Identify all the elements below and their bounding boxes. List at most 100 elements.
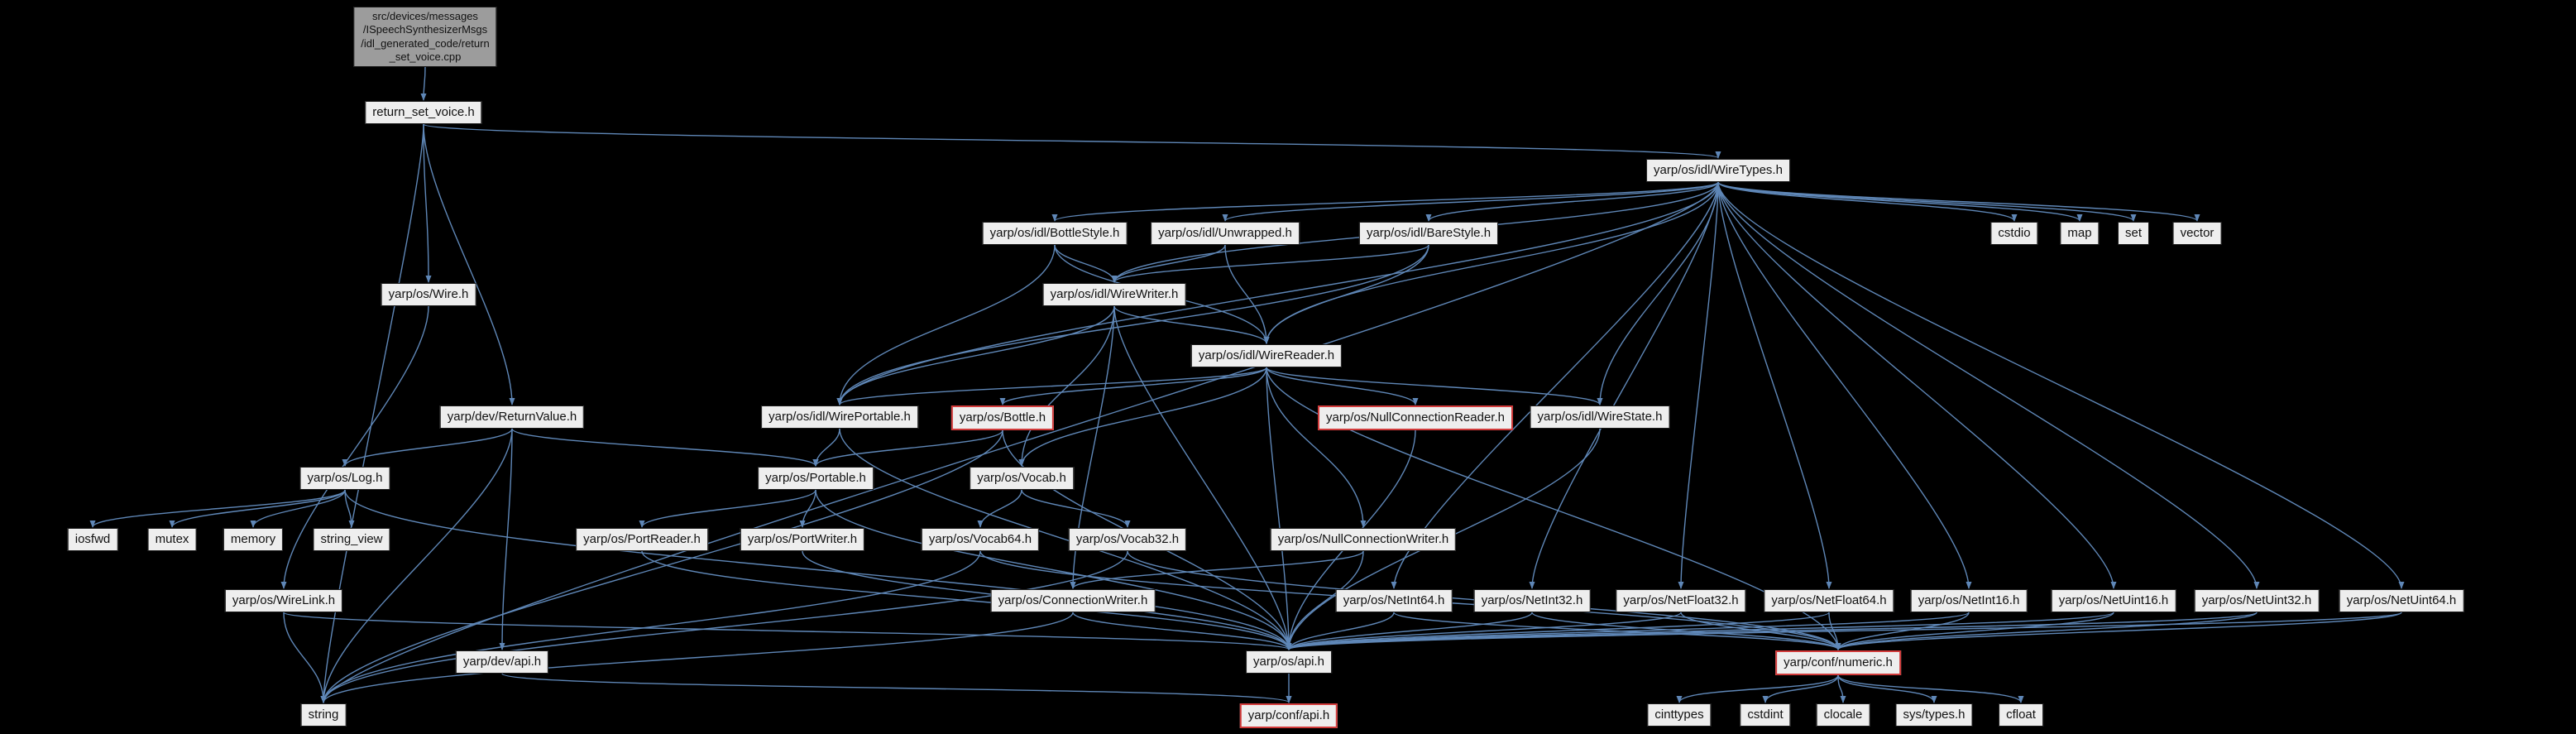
node-vector[interactable]: vector bbox=[2172, 222, 2222, 245]
node-cstdio[interactable]: cstdio bbox=[1990, 222, 2038, 245]
edge-return-set-voice-h-to-returnvalue-h bbox=[423, 123, 515, 405]
node-string-view[interactable]: string_view bbox=[313, 528, 390, 551]
edge-portable-h-to-os-api-h bbox=[815, 489, 1292, 650]
edge-wirewriter-h-to-connectionwriter-h bbox=[1070, 305, 1115, 589]
edge-vocab-h-to-vocab32-h bbox=[1021, 489, 1131, 528]
edge-bottle-h-to-portable-h bbox=[812, 429, 1003, 467]
edge-numeric-h-to-cstdint bbox=[1762, 674, 1839, 703]
edge-wiretypes-h-to-netuint16-h bbox=[1717, 181, 2117, 589]
node-return-set-voice-h[interactable]: return_set_voice.h bbox=[365, 101, 482, 124]
edge-barestyle-h-to-wirewriter-h bbox=[1111, 244, 1429, 283]
edge-wiretypes-h-to-barestyle-h bbox=[1425, 181, 1719, 222]
edge-wiretypes-h-to-netint32-h bbox=[1529, 181, 1719, 589]
node-vocab-h[interactable]: yarp/os/Vocab.h bbox=[970, 467, 1074, 490]
node-unwrapped-h[interactable]: yarp/os/idl/Unwrapped.h bbox=[1151, 222, 1300, 245]
node-netint32-h[interactable]: yarp/os/NetInt32.h bbox=[1473, 589, 1591, 612]
node-barestyle-h[interactable]: yarp/os/idl/BareStyle.h bbox=[1358, 222, 1499, 245]
node-os-api-h[interactable]: yarp/os/api.h bbox=[1246, 650, 1332, 674]
node-netfloat64-h[interactable]: yarp/os/NetFloat64.h bbox=[1764, 589, 1894, 612]
edge-returnvalue-h-to-log-h bbox=[342, 428, 513, 467]
node-netuint32-h[interactable]: yarp/os/NetUint32.h bbox=[2194, 589, 2320, 612]
edge-log-h-to-mutex bbox=[169, 489, 346, 528]
edge-wirereader-h-to-wireportable-h bbox=[836, 367, 1267, 405]
node-numeric-h[interactable]: yarp/conf/numeric.h bbox=[1775, 650, 1901, 675]
node-clocale[interactable]: clocale bbox=[1816, 703, 1870, 727]
edge-portreader-h-to-os-api-h bbox=[641, 550, 1292, 650]
node-bottle-h[interactable]: yarp/os/Bottle.h bbox=[950, 405, 1055, 430]
edge-numeric-h-to-cfloat bbox=[1837, 674, 2024, 703]
node-wiretypes-h[interactable]: yarp/os/idl/WireTypes.h bbox=[1646, 159, 1790, 182]
edge-vocab64-h-to-string bbox=[320, 550, 981, 703]
node-wire-h[interactable]: yarp/os/Wire.h bbox=[381, 283, 476, 306]
node-wirelink-h[interactable]: yarp/os/WireLink.h bbox=[224, 589, 343, 612]
edge-wirewriter-h-to-vocab-h bbox=[1018, 305, 1115, 467]
edge-barestyle-h-to-wireportable-h bbox=[836, 244, 1429, 405]
edge-vocab-h-to-vocab64-h bbox=[977, 489, 1022, 528]
node-string[interactable]: string bbox=[300, 703, 347, 727]
edge-nullconnectionwriter-h-to-connectionwriter-h bbox=[1070, 550, 1364, 589]
node-netint16-h[interactable]: yarp/os/NetInt16.h bbox=[1910, 589, 2028, 612]
node-wirestate-h[interactable]: yarp/os/idl/WireState.h bbox=[1530, 405, 1670, 429]
edge-wiretypes-h-to-netint16-h bbox=[1717, 181, 1972, 589]
node-cinttypes[interactable]: cinttypes bbox=[1647, 703, 1712, 727]
node-cfloat[interactable]: cfloat bbox=[1999, 703, 2043, 727]
edge-cpp-to-return-set-voice-h bbox=[420, 66, 427, 101]
edge-wiretypes-h-to-vector bbox=[1717, 181, 2200, 222]
node-nullconnectionreader-h[interactable]: yarp/os/NullConnectionReader.h bbox=[1318, 405, 1513, 430]
edge-wirereader-h-to-numeric-h bbox=[1266, 367, 1841, 650]
edge-log-h-to-string-view bbox=[344, 489, 355, 528]
node-log-h[interactable]: yarp/os/Log.h bbox=[299, 467, 390, 490]
node-mutex[interactable]: mutex bbox=[147, 528, 197, 551]
node-vocab64-h[interactable]: yarp/os/Vocab64.h bbox=[921, 528, 1040, 551]
node-dev-api-h[interactable]: yarp/dev/api.h bbox=[455, 650, 549, 674]
edge-log-h-to-os-api-h bbox=[344, 489, 1292, 650]
node-vocab32-h[interactable]: yarp/os/Vocab32.h bbox=[1068, 528, 1187, 551]
edge-wiretypes-h-to-bottlestyle-h bbox=[1051, 181, 1719, 222]
node-cstdint[interactable]: cstdint bbox=[1740, 703, 1791, 727]
node-portable-h[interactable]: yarp/os/Portable.h bbox=[758, 467, 874, 490]
edge-returnvalue-h-to-string bbox=[320, 428, 513, 703]
edge-wiretypes-h-to-netuint32-h bbox=[1717, 181, 2260, 589]
node-portreader-h[interactable]: yarp/os/PortReader.h bbox=[576, 528, 708, 551]
node-set[interactable]: set bbox=[2117, 222, 2150, 245]
node-netuint64-h[interactable]: yarp/os/NetUint64.h bbox=[2339, 589, 2464, 612]
edge-return-set-voice-h-to-wire-h bbox=[423, 123, 432, 283]
edge-wirereader-h-to-nullconnectionreader-h bbox=[1266, 367, 1419, 405]
edge-connectionwriter-h-to-string bbox=[320, 612, 1074, 703]
node-connectionwriter-h[interactable]: yarp/os/ConnectionWriter.h bbox=[990, 589, 1156, 612]
edge-netint32-h-to-os-api-h bbox=[1286, 612, 1533, 650]
node-map[interactable]: map bbox=[2060, 222, 2100, 245]
edge-returnvalue-h-to-portable-h bbox=[511, 428, 819, 467]
node-wirereader-h[interactable]: yarp/os/idl/WireReader.h bbox=[1190, 344, 1343, 367]
node-sys-types-h[interactable]: sys/types.h bbox=[1895, 703, 1973, 727]
edge-vocab32-h-to-string bbox=[320, 550, 1128, 703]
node-memory[interactable]: memory bbox=[223, 528, 284, 551]
node-bottlestyle-h[interactable]: yarp/os/idl/BottleStyle.h bbox=[982, 222, 1128, 245]
edge-log-h-to-iosfwd bbox=[89, 489, 346, 528]
node-netint64-h[interactable]: yarp/os/NetInt64.h bbox=[1335, 589, 1453, 612]
edge-unwrapped-h-to-wirewriter-h bbox=[1111, 244, 1226, 283]
node-nullconnectionwriter-h[interactable]: yarp/os/NullConnectionWriter.h bbox=[1270, 528, 1457, 551]
edge-log-h-to-memory bbox=[250, 489, 346, 528]
edge-wirewriter-h-to-wirereader-h bbox=[1113, 305, 1270, 344]
edge-netuint64-h-to-os-api-h bbox=[1286, 612, 2402, 650]
node-portwriter-h[interactable]: yarp/os/PortWriter.h bbox=[740, 528, 865, 551]
node-iosfwd[interactable]: iosfwd bbox=[67, 528, 118, 551]
edge-wiretypes-h-to-netfloat64-h bbox=[1717, 181, 1832, 589]
edge-wiretypes-h-to-cstdio bbox=[1717, 181, 2018, 222]
edge-nullconnectionwriter-h-to-os-api-h bbox=[1286, 550, 1364, 650]
edge-bottle-h-to-string bbox=[320, 429, 1003, 703]
edge-netuint32-h-to-numeric-h bbox=[1835, 612, 2258, 650]
node-conf-api-h[interactable]: yarp/conf/api.h bbox=[1239, 703, 1338, 728]
node-wirewriter-h[interactable]: yarp/os/idl/WireWriter.h bbox=[1042, 283, 1186, 306]
node-wireportable-h[interactable]: yarp/os/idl/WirePortable.h bbox=[761, 405, 918, 429]
node-netfloat32-h[interactable]: yarp/os/NetFloat32.h bbox=[1616, 589, 1746, 612]
edge-netfloat64-h-to-os-api-h bbox=[1286, 612, 1830, 650]
node-returnvalue-h[interactable]: yarp/dev/ReturnValue.h bbox=[439, 405, 585, 429]
edge-netint16-h-to-os-api-h bbox=[1286, 612, 1970, 650]
edge-wiretypes-h-to-netuint64-h bbox=[1717, 181, 2405, 589]
edge-netint16-h-to-numeric-h bbox=[1835, 612, 1970, 650]
node-netuint16-h[interactable]: yarp/os/NetUint16.h bbox=[2051, 589, 2176, 612]
edge-wirewriter-h-to-wireportable-h bbox=[836, 305, 1115, 405]
edge-wirereader-h-to-bottle-h bbox=[999, 367, 1267, 405]
